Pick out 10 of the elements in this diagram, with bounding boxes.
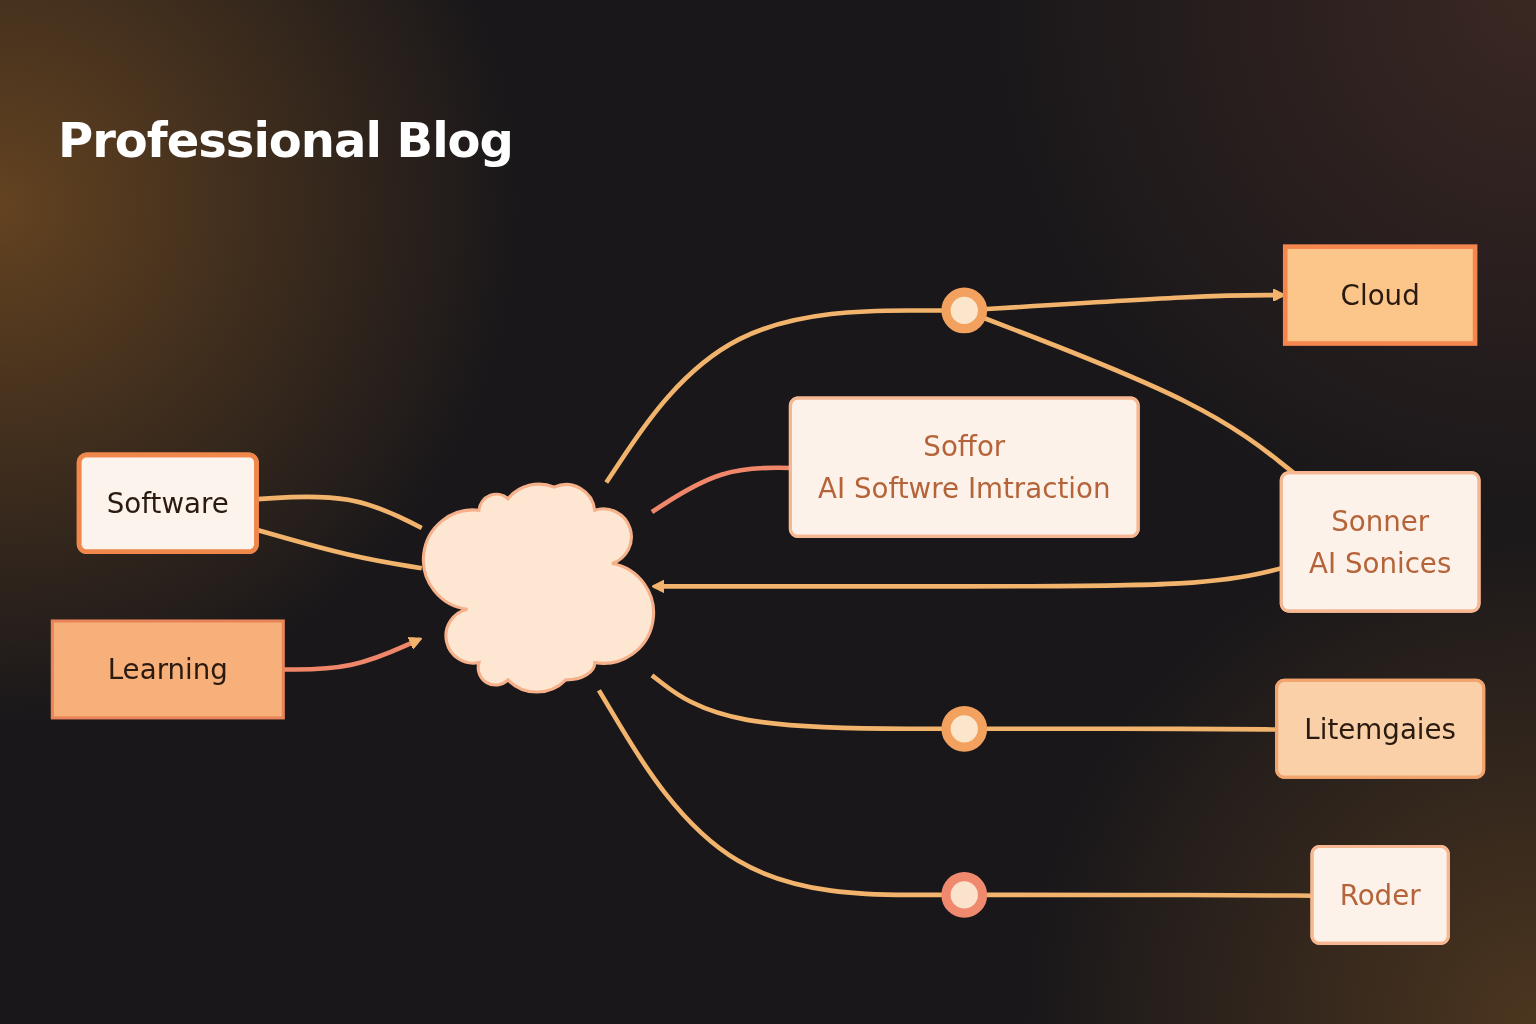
node-circle — [941, 287, 988, 334]
node-cloud — [421, 482, 656, 694]
node-circle — [941, 705, 988, 752]
connector — [257, 494, 423, 531]
node-box: Cloud — [1282, 244, 1478, 346]
connector — [650, 465, 792, 514]
arrow — [283, 637, 423, 672]
node-circle — [941, 872, 988, 918]
title: Professional Blog — [58, 112, 513, 168]
node-box: Learning — [50, 619, 285, 720]
